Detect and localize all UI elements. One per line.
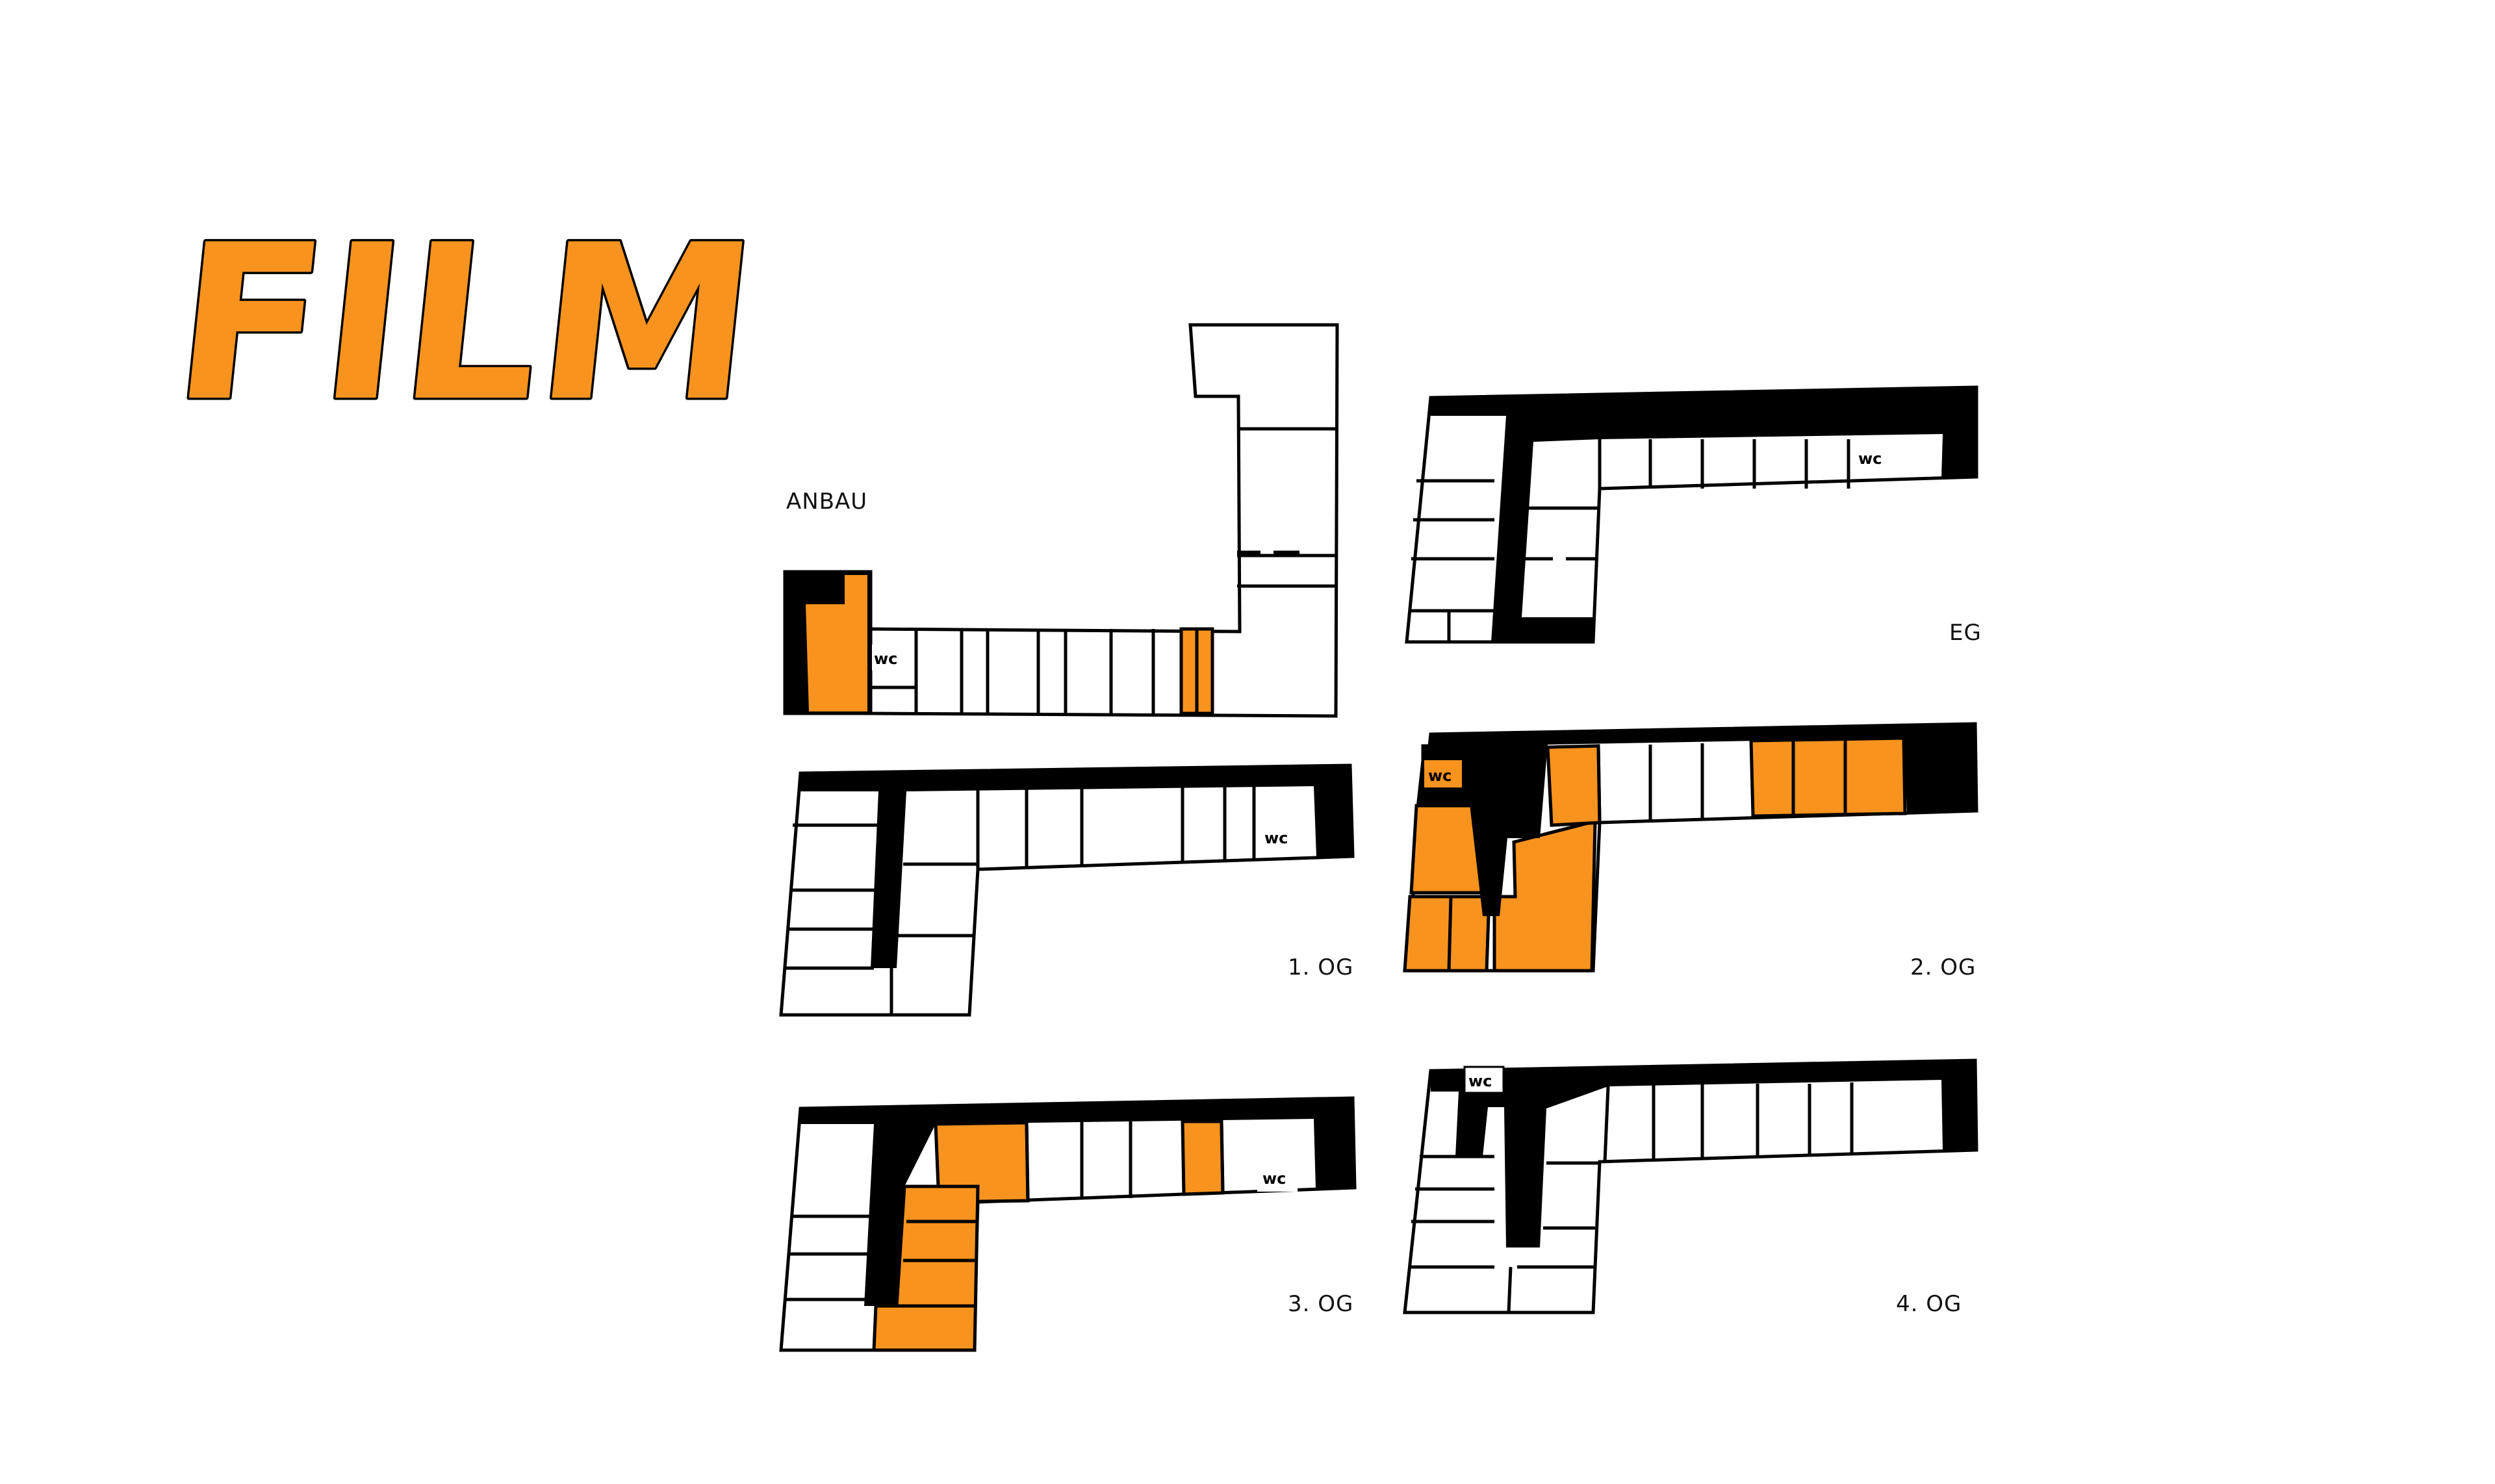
wc-label: wc	[874, 650, 897, 668]
wc-label: wc	[1468, 1072, 1492, 1090]
wc-label: wc	[1858, 450, 1882, 468]
label-anbau: ANBAU	[786, 489, 867, 515]
floorplan-2-og: wc	[1403, 722, 1978, 973]
wc-label: wc	[1428, 767, 1452, 785]
floorplan-1-og: wc	[779, 763, 1355, 1017]
label-4-og: 4. OG	[1896, 1291, 1962, 1317]
page-title: FILM	[164, 199, 766, 449]
floorplan-eg: wc	[1405, 385, 1978, 644]
label-1-og: 1. OG	[1288, 954, 1353, 980]
label-eg: EG	[1949, 620, 1982, 646]
floorplan-3-og: wc	[779, 1096, 1357, 1352]
floorplan-anbau: wc	[783, 323, 1339, 718]
label-3-og: 3. OG	[1288, 1291, 1353, 1317]
wc-label: wc	[1262, 1170, 1286, 1188]
wc-label: wc	[1264, 829, 1288, 847]
label-2-og: 2. OG	[1910, 954, 1976, 980]
floorplan-4-og: wc	[1403, 1058, 1978, 1314]
